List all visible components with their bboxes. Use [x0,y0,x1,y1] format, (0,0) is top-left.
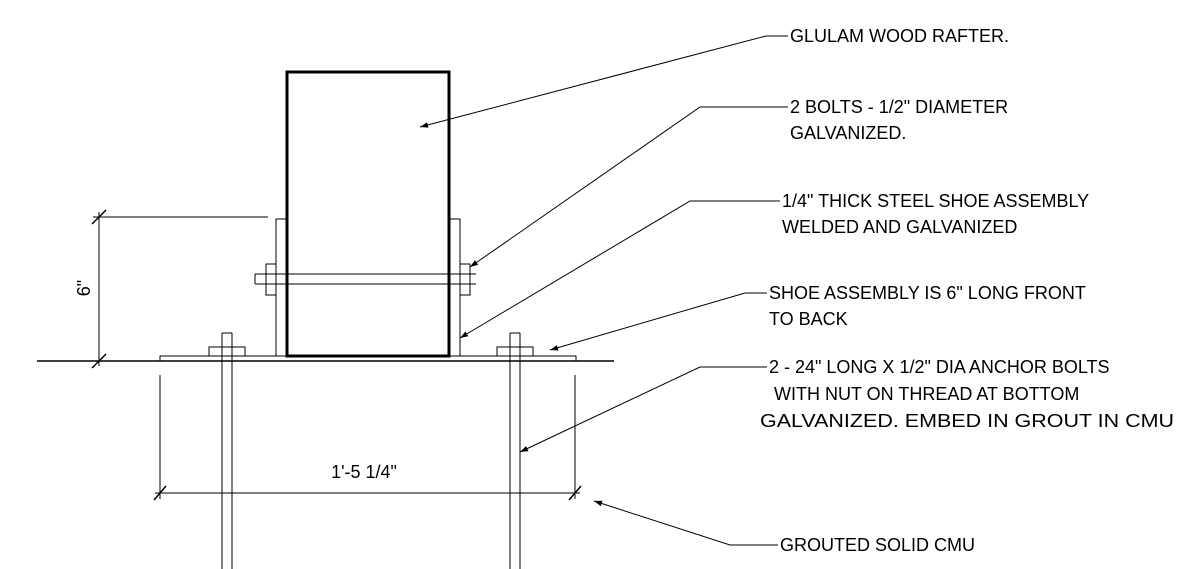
dimension-height [91,209,268,369]
anchor-bolt-right [496,332,534,569]
glulam-rafter [285,70,451,358]
note-bolts-line2: GALVANIZED. [790,123,906,143]
note-length-line1: SHOE ASSEMBLY IS 6" LONG FRONT [769,283,1086,303]
leader-shoe [459,200,780,339]
note-cmu: GROUTED SOLID CMU [780,535,975,555]
leader-anchor-bolts [519,366,767,453]
note-rafter: GLULAM WOOD RAFTER. [790,26,1009,46]
leader-rafter [419,35,788,128]
leader-shoe-length [549,292,767,351]
note-anchor-line1: 2 - 24" LONG X 1/2" DIA ANCHOR BOLTS [769,357,1110,377]
shoe-side-plate-left [275,218,288,357]
dimension-width [153,485,582,501]
note-anchor-line3: GALVANIZED. EMBED IN GROUT IN CMU [760,411,1174,431]
dimension-width-label: 1'-5 1/4" [331,462,397,482]
note-bolts-line1: 2 BOLTS - 1/2" DIAMETER [790,97,1008,117]
leader-cmu [593,500,778,546]
leader-bolts [469,106,788,268]
anchor-bolt-left [208,332,246,569]
shoe-side-plate-right [448,218,461,357]
dimension-height-label: 6" [74,280,94,296]
through-bolt [254,263,476,296]
note-length-line2: TO BACK [769,309,848,329]
note-shoe-line1: 1/4" THICK STEEL SHOE ASSEMBLY [782,191,1089,211]
note-shoe-line2: WELDED AND GALVANIZED [782,217,1017,237]
note-anchor-line2: WITH NUT ON THREAD AT BOTTOM [769,384,1079,404]
